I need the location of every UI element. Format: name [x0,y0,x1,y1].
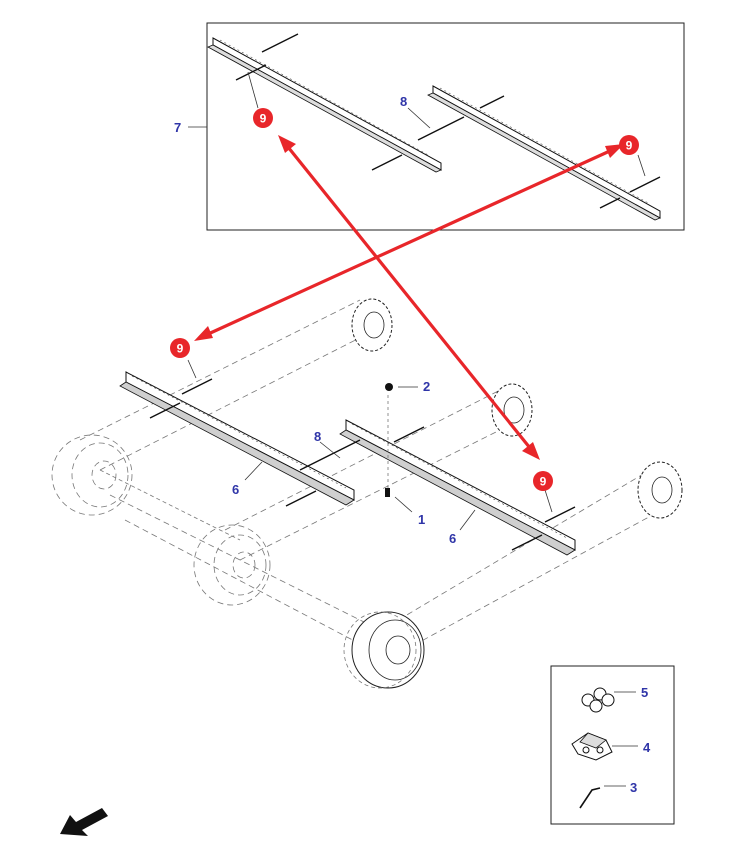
small-parts-box: 5 4 3 [550,665,675,825]
badge-9-main-right: 9 [533,471,553,491]
callout-3: 3 [630,780,637,795]
badge-9-inset-right: 9 [619,135,639,155]
callout-2: 2 [423,379,430,394]
callout-8-inset: 8 [400,94,407,109]
sprocket-rear [351,298,393,352]
bolt-1 [385,395,390,497]
cotter-pin-3 [579,787,601,809]
callout-6-left: 6 [232,482,239,497]
inset-slat-right [427,85,661,221]
detail-inset-7 [206,22,685,231]
svg-text:9: 9 [626,139,633,153]
drive-wheel-front [343,611,425,689]
svg-text:9: 9 [177,342,184,356]
badge-9-inset-left: 9 [253,108,273,128]
callout-8-main: 8 [314,429,321,444]
slat-6-left [119,371,355,506]
sprocket-middle [491,383,533,437]
svg-text:9: 9 [260,112,267,126]
arrow-down-left-icon [60,808,108,836]
nut-2 [385,383,393,391]
svg-text:9: 9 [540,475,547,489]
idler-wheel-left [51,434,133,516]
sprocket-front [637,461,683,519]
attachment-bracket-4 [571,732,613,761]
callout-4: 4 [643,740,651,755]
idler-wheel-middle [193,524,271,606]
leader-lines [187,359,553,531]
main-chain-segments [149,378,576,551]
callout-6-right: 6 [449,531,456,546]
inset-chain-segments [235,33,661,209]
callout-1: 1 [418,512,425,527]
highlight-arrows [194,135,624,460]
badge-9-main-left: 9 [170,338,190,358]
callout-5: 5 [641,685,648,700]
callout-7: 7 [174,120,181,135]
inset-slat-left [207,37,442,173]
belt-outlines [79,299,681,666]
connecting-link-5 [581,687,615,713]
